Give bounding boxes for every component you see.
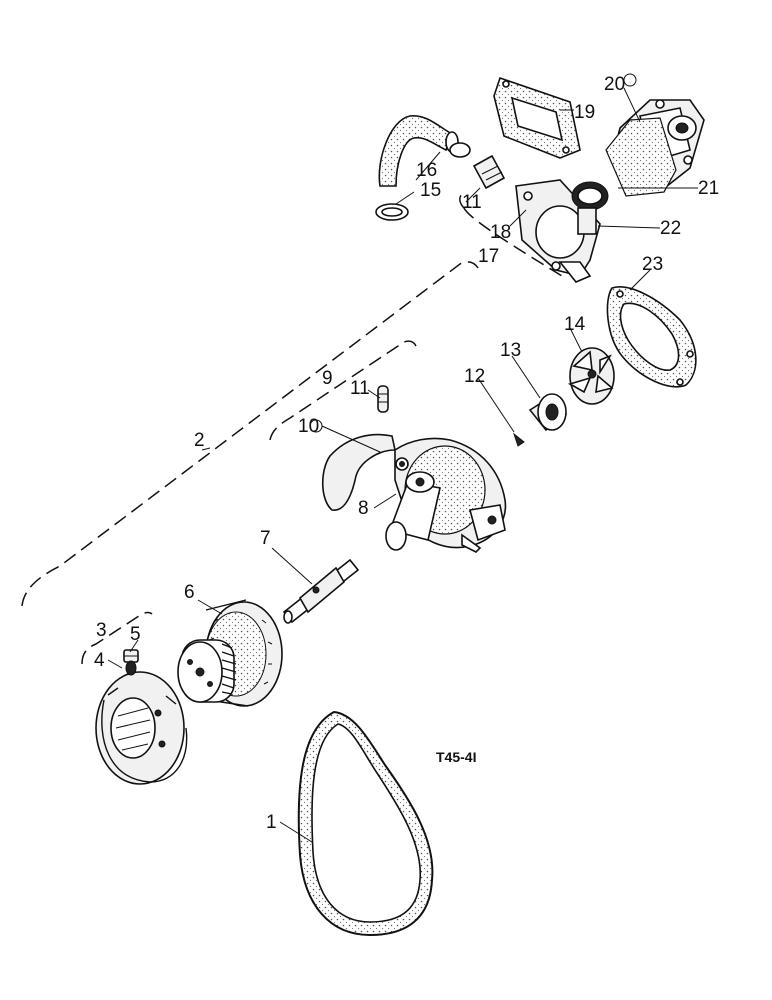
callout-2: 2	[194, 430, 205, 451]
callout-labels: 1 2 3 4 5 6 7 8 9 10 11 11 12 13 14 15 1…	[94, 73, 719, 833]
hub-bolt	[123, 649, 139, 663]
callout-4: 4	[94, 650, 105, 671]
outlet-gasket	[605, 117, 677, 197]
housing-gasket	[493, 76, 581, 159]
drain-plug	[512, 432, 525, 447]
callout-7: 7	[260, 528, 271, 549]
callout-17: 17	[478, 246, 499, 267]
callout-18: 18	[490, 222, 511, 243]
callout-13: 13	[500, 340, 521, 361]
callout-1: 1	[266, 812, 277, 833]
callout-22: 22	[660, 218, 681, 239]
group-bracket-assembly-3	[81, 611, 153, 665]
fan-pulley	[177, 599, 283, 707]
callout-16: 16	[416, 160, 437, 181]
pulley-hub	[95, 671, 188, 785]
callout-10-circle	[309, 419, 323, 433]
callout-23: 23	[642, 254, 663, 275]
callout-9: 9	[322, 368, 333, 389]
pump-seal	[528, 393, 568, 432]
pump-body	[321, 433, 507, 553]
leader-lines	[107, 87, 698, 843]
callout-6: 6	[184, 582, 195, 603]
group-bracket-assembly-17	[459, 193, 563, 277]
connector-pipe	[472, 154, 506, 190]
dowel-pin	[377, 385, 389, 413]
thermostat	[571, 181, 609, 235]
callout-20-circle	[623, 73, 637, 87]
callout-19: 19	[574, 102, 595, 123]
callout-5: 5	[130, 624, 141, 645]
impeller	[567, 347, 615, 405]
figure-reference: T45-4I	[436, 749, 476, 765]
callout-10: 10	[298, 416, 319, 437]
callout-15: 15	[420, 180, 441, 201]
callout-11-dowel: 11	[350, 378, 370, 399]
callout-11-pipe: 11	[462, 192, 482, 213]
hub-washer	[125, 660, 137, 676]
callout-20: 20	[604, 74, 625, 95]
callout-14: 14	[564, 314, 586, 335]
callout-3: 3	[96, 620, 107, 641]
group-bracket-assembly-2	[21, 261, 479, 607]
body-gasket	[606, 286, 697, 388]
v-belt	[297, 710, 434, 937]
callout-8: 8	[358, 498, 369, 519]
pump-shaft	[282, 558, 360, 624]
hose-clip	[375, 142, 471, 221]
callout-21: 21	[698, 178, 719, 199]
group-bracket-assembly-9	[269, 340, 417, 441]
callout-12: 12	[464, 366, 485, 387]
